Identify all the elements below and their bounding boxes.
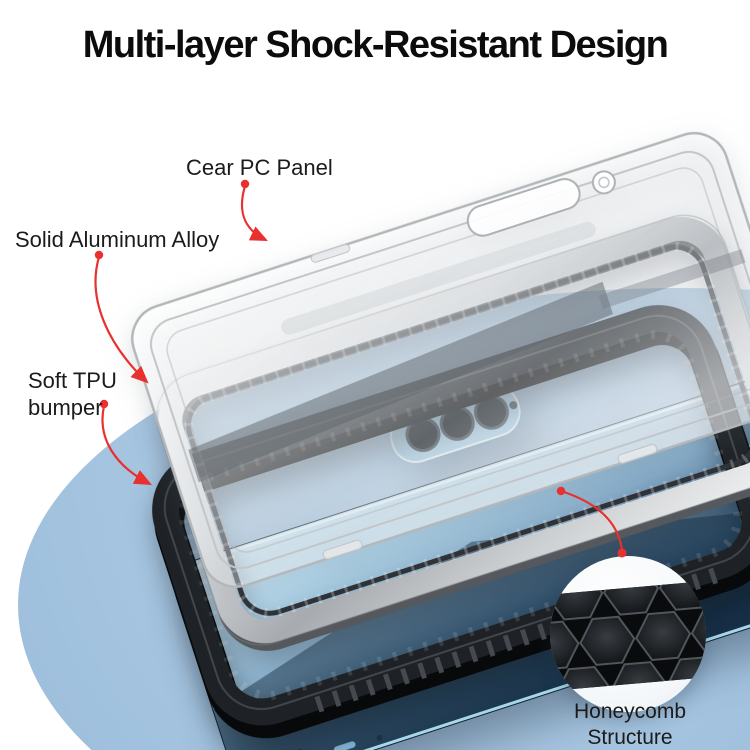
honeycomb-inset: [550, 556, 706, 712]
mic-hole: [376, 734, 383, 741]
panel-tab: [310, 243, 351, 263]
camera-cutout: [466, 178, 581, 237]
label-pc-panel: Cear PC Panel: [186, 154, 333, 181]
panel-inner-ridge: [150, 150, 750, 570]
honeycomb-pattern: [550, 559, 706, 712]
label-aluminum-text: Solid Aluminum Alloy: [15, 227, 220, 252]
flash-cutout: [591, 170, 616, 195]
panel-reflection-band: [188, 281, 614, 483]
panel-gloss-stripe: [281, 221, 596, 335]
label-pc-panel-text: Cear PC Panel: [186, 155, 333, 180]
page-title: Multi-layer Shock-Resistant Design: [82, 24, 669, 66]
usb-port: [332, 739, 358, 750]
label-tpu-line1: Soft TPU: [28, 368, 117, 393]
label-tpu-line2: bumper: [28, 395, 103, 420]
leader-line-pc-panel: [240, 179, 268, 241]
panel-tab: [322, 539, 363, 560]
label-honeycomb-line2: Structure: [587, 726, 673, 749]
label-honeycomb-line1: Honeycomb: [573, 700, 687, 723]
panel-tab: [617, 443, 658, 464]
label-aluminum: Solid Aluminum Alloy: [15, 226, 219, 253]
label-tpu-bumper: Soft TPU bumper: [28, 367, 117, 421]
label-honeycomb: Honeycomb Structure: [540, 699, 720, 750]
clear-pc-panel-layer: [131, 132, 750, 588]
